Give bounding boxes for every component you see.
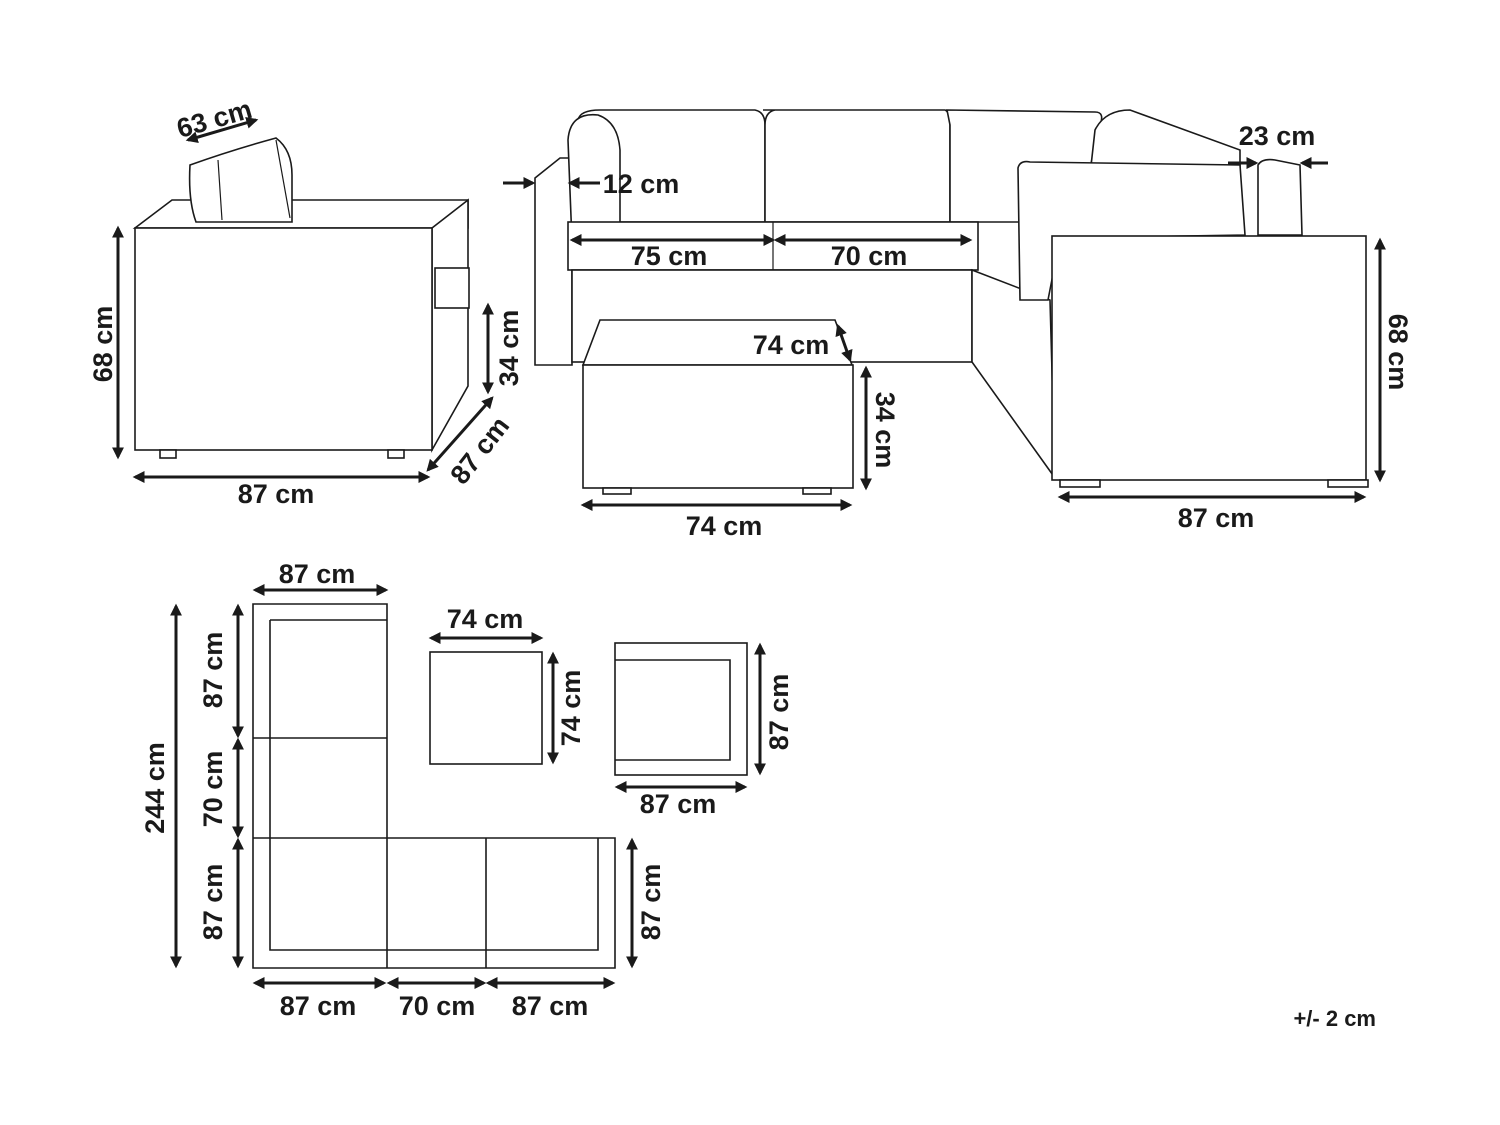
sofa-width-label: 87 cm (1178, 503, 1255, 533)
table-top-label: 74 cm (753, 330, 830, 360)
table-top-dim-line (835, 323, 853, 363)
armchair-cushion-dim-line (185, 116, 259, 144)
armchair-drawing (132, 137, 470, 459)
plan-left-mid-label: 70 cm (198, 751, 228, 828)
plan-left-bottom-label: 87 cm (198, 864, 228, 941)
plan-view-drawing (252, 603, 748, 969)
plan-table-width-label: 74 cm (447, 604, 524, 634)
seat-corner-label: 75 cm (631, 241, 708, 271)
plan-right-label: 87 cm (636, 864, 666, 941)
plan-bottom-left-label: 87 cm (280, 991, 357, 1021)
armchair-seat-height-label: 34 cm (494, 310, 524, 387)
plan-bottom-right-label: 87 cm (512, 991, 589, 1021)
arm-width-label: 12 cm (603, 169, 680, 199)
plan-total-label: 244 cm (140, 742, 170, 834)
plan-bottom-mid-label: 70 cm (399, 991, 476, 1021)
plan-top-label: 87 cm (279, 559, 356, 589)
armchair-depth-label: 87 cm (445, 411, 516, 490)
armchair-height-label: 68 cm (88, 306, 118, 383)
plan-chair-depth-label: 87 cm (764, 674, 794, 751)
armchair-cushion-label: 63 cm (173, 94, 255, 144)
table-height-label: 34 cm (870, 392, 900, 469)
plan-left-top-label: 87 cm (198, 632, 228, 709)
pillow-depth-label: 23 cm (1239, 121, 1316, 151)
armchair-depth-dim-line (426, 396, 494, 472)
plan-table-depth-label: 74 cm (556, 670, 586, 747)
sofa-drawing (534, 109, 1369, 495)
seat-middle-label: 70 cm (831, 241, 908, 271)
table-width-label: 74 cm (686, 511, 763, 541)
tolerance-note: +/- 2 cm (1293, 1006, 1376, 1031)
armchair-width-label: 87 cm (238, 479, 315, 509)
plan-chair-width-label: 87 cm (640, 789, 717, 819)
sofa-height-label: 68 cm (1383, 314, 1413, 391)
